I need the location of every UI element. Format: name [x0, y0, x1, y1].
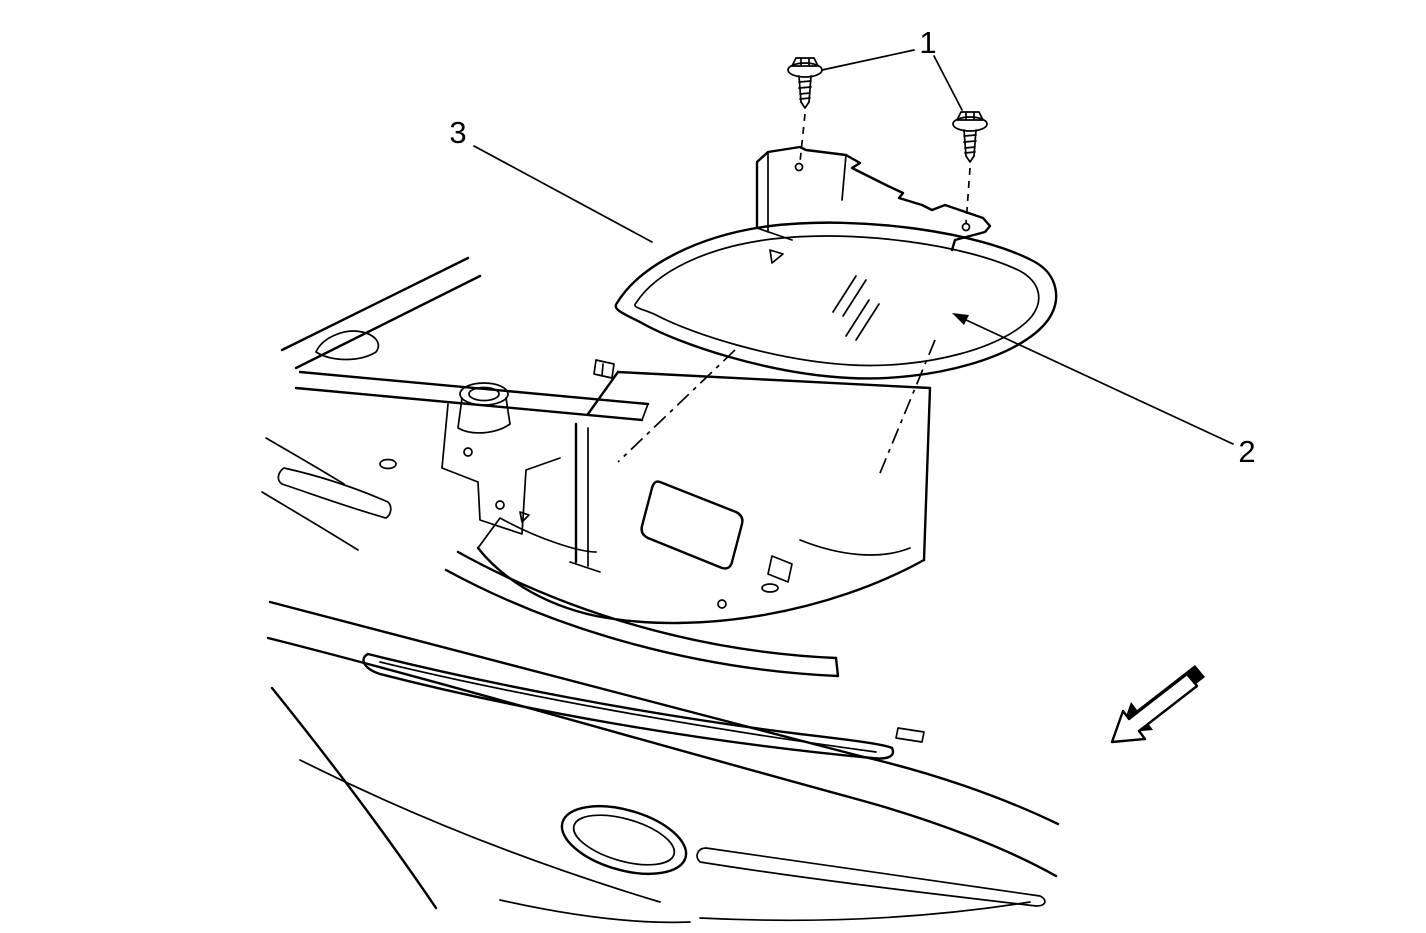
tie-bar: [298, 370, 650, 406]
opening-lower-edge: [456, 550, 838, 660]
headlamp-assembly: [614, 145, 1058, 380]
bumper-lower-line: [299, 759, 661, 903]
screw-threads: [963, 134, 977, 154]
pocket-cutout: [640, 480, 744, 570]
lower-strip: [696, 847, 1046, 907]
fender-line: [265, 437, 345, 485]
lens-marker: [769, 249, 784, 264]
fascia-mid-sweep: [266, 636, 1058, 878]
direction-arrow-icon: [1110, 665, 1205, 744]
bracket-hole: [463, 447, 473, 457]
pocket-bracket: [767, 555, 793, 583]
tie-bar: [294, 386, 644, 422]
pocket-left-wall: [477, 517, 597, 553]
opening-lower-edge: [444, 568, 840, 678]
housing-outline: [755, 145, 992, 252]
callout-2: 2: [952, 313, 1256, 469]
fascia-top-sweep: [268, 600, 1060, 826]
pocket-hole: [717, 599, 727, 609]
callout-3-leader: [473, 145, 653, 243]
screw-flange: [952, 116, 988, 132]
alignment-line: [877, 339, 936, 479]
hood-edge-line: [294, 274, 482, 370]
bracket-tab: [519, 511, 530, 523]
fender-hole: [379, 458, 397, 470]
fender-top: [315, 330, 380, 361]
alignment-line: [617, 349, 736, 463]
rub-strip: [362, 652, 895, 760]
screw-hole: [961, 222, 971, 232]
pocket-shelf: [799, 539, 911, 556]
screw-axis: [965, 167, 971, 225]
screw-flange: [787, 62, 823, 78]
fog-lamp-inner: [572, 814, 676, 866]
screw-axis: [799, 113, 806, 163]
lens-outer: [614, 221, 1058, 380]
rub-strip-inner: [379, 661, 877, 753]
lens-inner: [634, 235, 1040, 367]
tie-bar-end: [641, 403, 649, 421]
fascia-slot: [895, 727, 925, 743]
callout-1-label: 1: [919, 25, 936, 60]
washer-cap: [459, 382, 509, 406]
pocket-right-wall: [922, 386, 932, 562]
lens-reflection-hatch: [832, 275, 880, 341]
callout-3: 3: [449, 115, 653, 243]
washer-cap-inner: [468, 386, 500, 402]
housing-edge: [841, 154, 847, 201]
mounting-screws: [787, 57, 988, 225]
callout-2-leader: [963, 318, 1234, 445]
vehicle-front-end: [261, 256, 1060, 924]
callouts: 1 2 3: [449, 25, 1255, 469]
screw-tip: [965, 155, 975, 163]
support-bracket: [441, 403, 561, 535]
screw-hole: [794, 162, 804, 172]
pocket-hole: [761, 583, 779, 593]
screw-tip: [800, 101, 810, 109]
pocket-top-edge: [586, 370, 932, 416]
fog-lamp: [560, 804, 688, 876]
marker-lamp-slot: [277, 467, 392, 519]
bumper-bottom-edge: [699, 901, 1031, 922]
screw-1: [787, 57, 823, 163]
support-strut: [569, 427, 601, 573]
screw-2: [952, 111, 988, 225]
latch-bracket: [593, 359, 615, 379]
bumper-corner: [270, 686, 438, 910]
callout-3-label: 3: [449, 115, 466, 150]
callout-1-leader: [933, 55, 963, 111]
bumper-bottom-edge: [499, 899, 691, 924]
alignment-lines: [617, 339, 936, 479]
fog-lamp-outer: [560, 804, 688, 876]
callout-1: 1: [821, 25, 963, 111]
fender-line: [261, 491, 359, 551]
callout-2-arrowhead: [952, 313, 969, 325]
washer-neck: [457, 397, 511, 434]
callout-2-label: 2: [1238, 434, 1255, 469]
bracket-hole: [495, 500, 505, 510]
callout-1-leader: [821, 49, 915, 71]
direction-arrow-face: [1110, 672, 1199, 744]
screw-threads: [798, 80, 812, 100]
hood-edge-line: [280, 256, 470, 352]
